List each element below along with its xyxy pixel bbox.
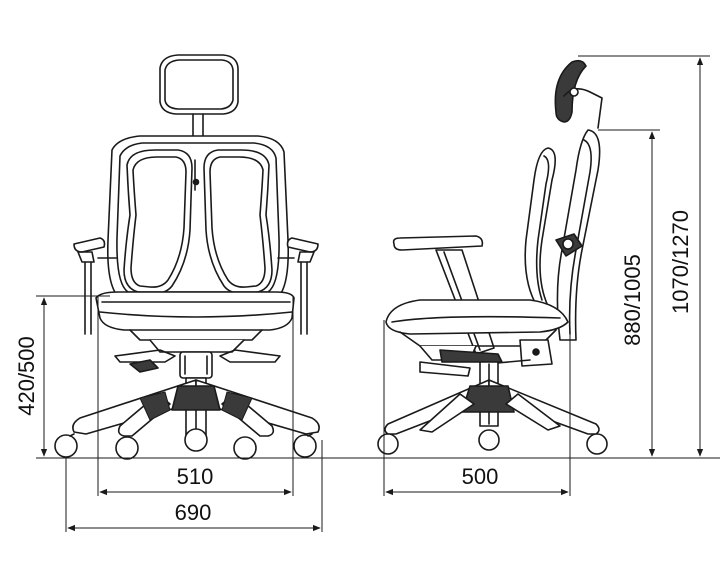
front-mechanism [114,339,281,379]
side-view-chair [377,59,608,455]
back-height-dimension [598,129,660,457]
overall-height-label: 1070/1270 [668,210,693,314]
depth-dimension [383,320,571,496]
front-star-base [72,379,320,437]
side-headrest [554,59,603,129]
seat-width-dimension [97,296,294,496]
seat-height-dimension [36,295,110,457]
front-headrest [159,54,239,139]
side-seat [385,299,569,347]
front-casters [54,428,317,460]
back-height-label: 880/1005 [620,254,645,346]
overall-height-dimension [578,55,710,457]
side-armrest [392,235,495,355]
side-mechanism [419,339,553,377]
seat-height-label: 420/500 [14,336,39,416]
seat-width-label: 510 [177,464,214,489]
side-casters [377,429,608,455]
depth-label: 500 [462,464,499,489]
front-armrests [73,237,319,335]
front-view-chair [54,54,320,460]
overall-width-dimension [65,440,323,532]
side-star-base [384,379,600,435]
overall-width-label: 690 [175,500,212,525]
front-backrest [106,135,290,301]
front-seat [95,291,295,341]
side-backrest [524,129,601,341]
